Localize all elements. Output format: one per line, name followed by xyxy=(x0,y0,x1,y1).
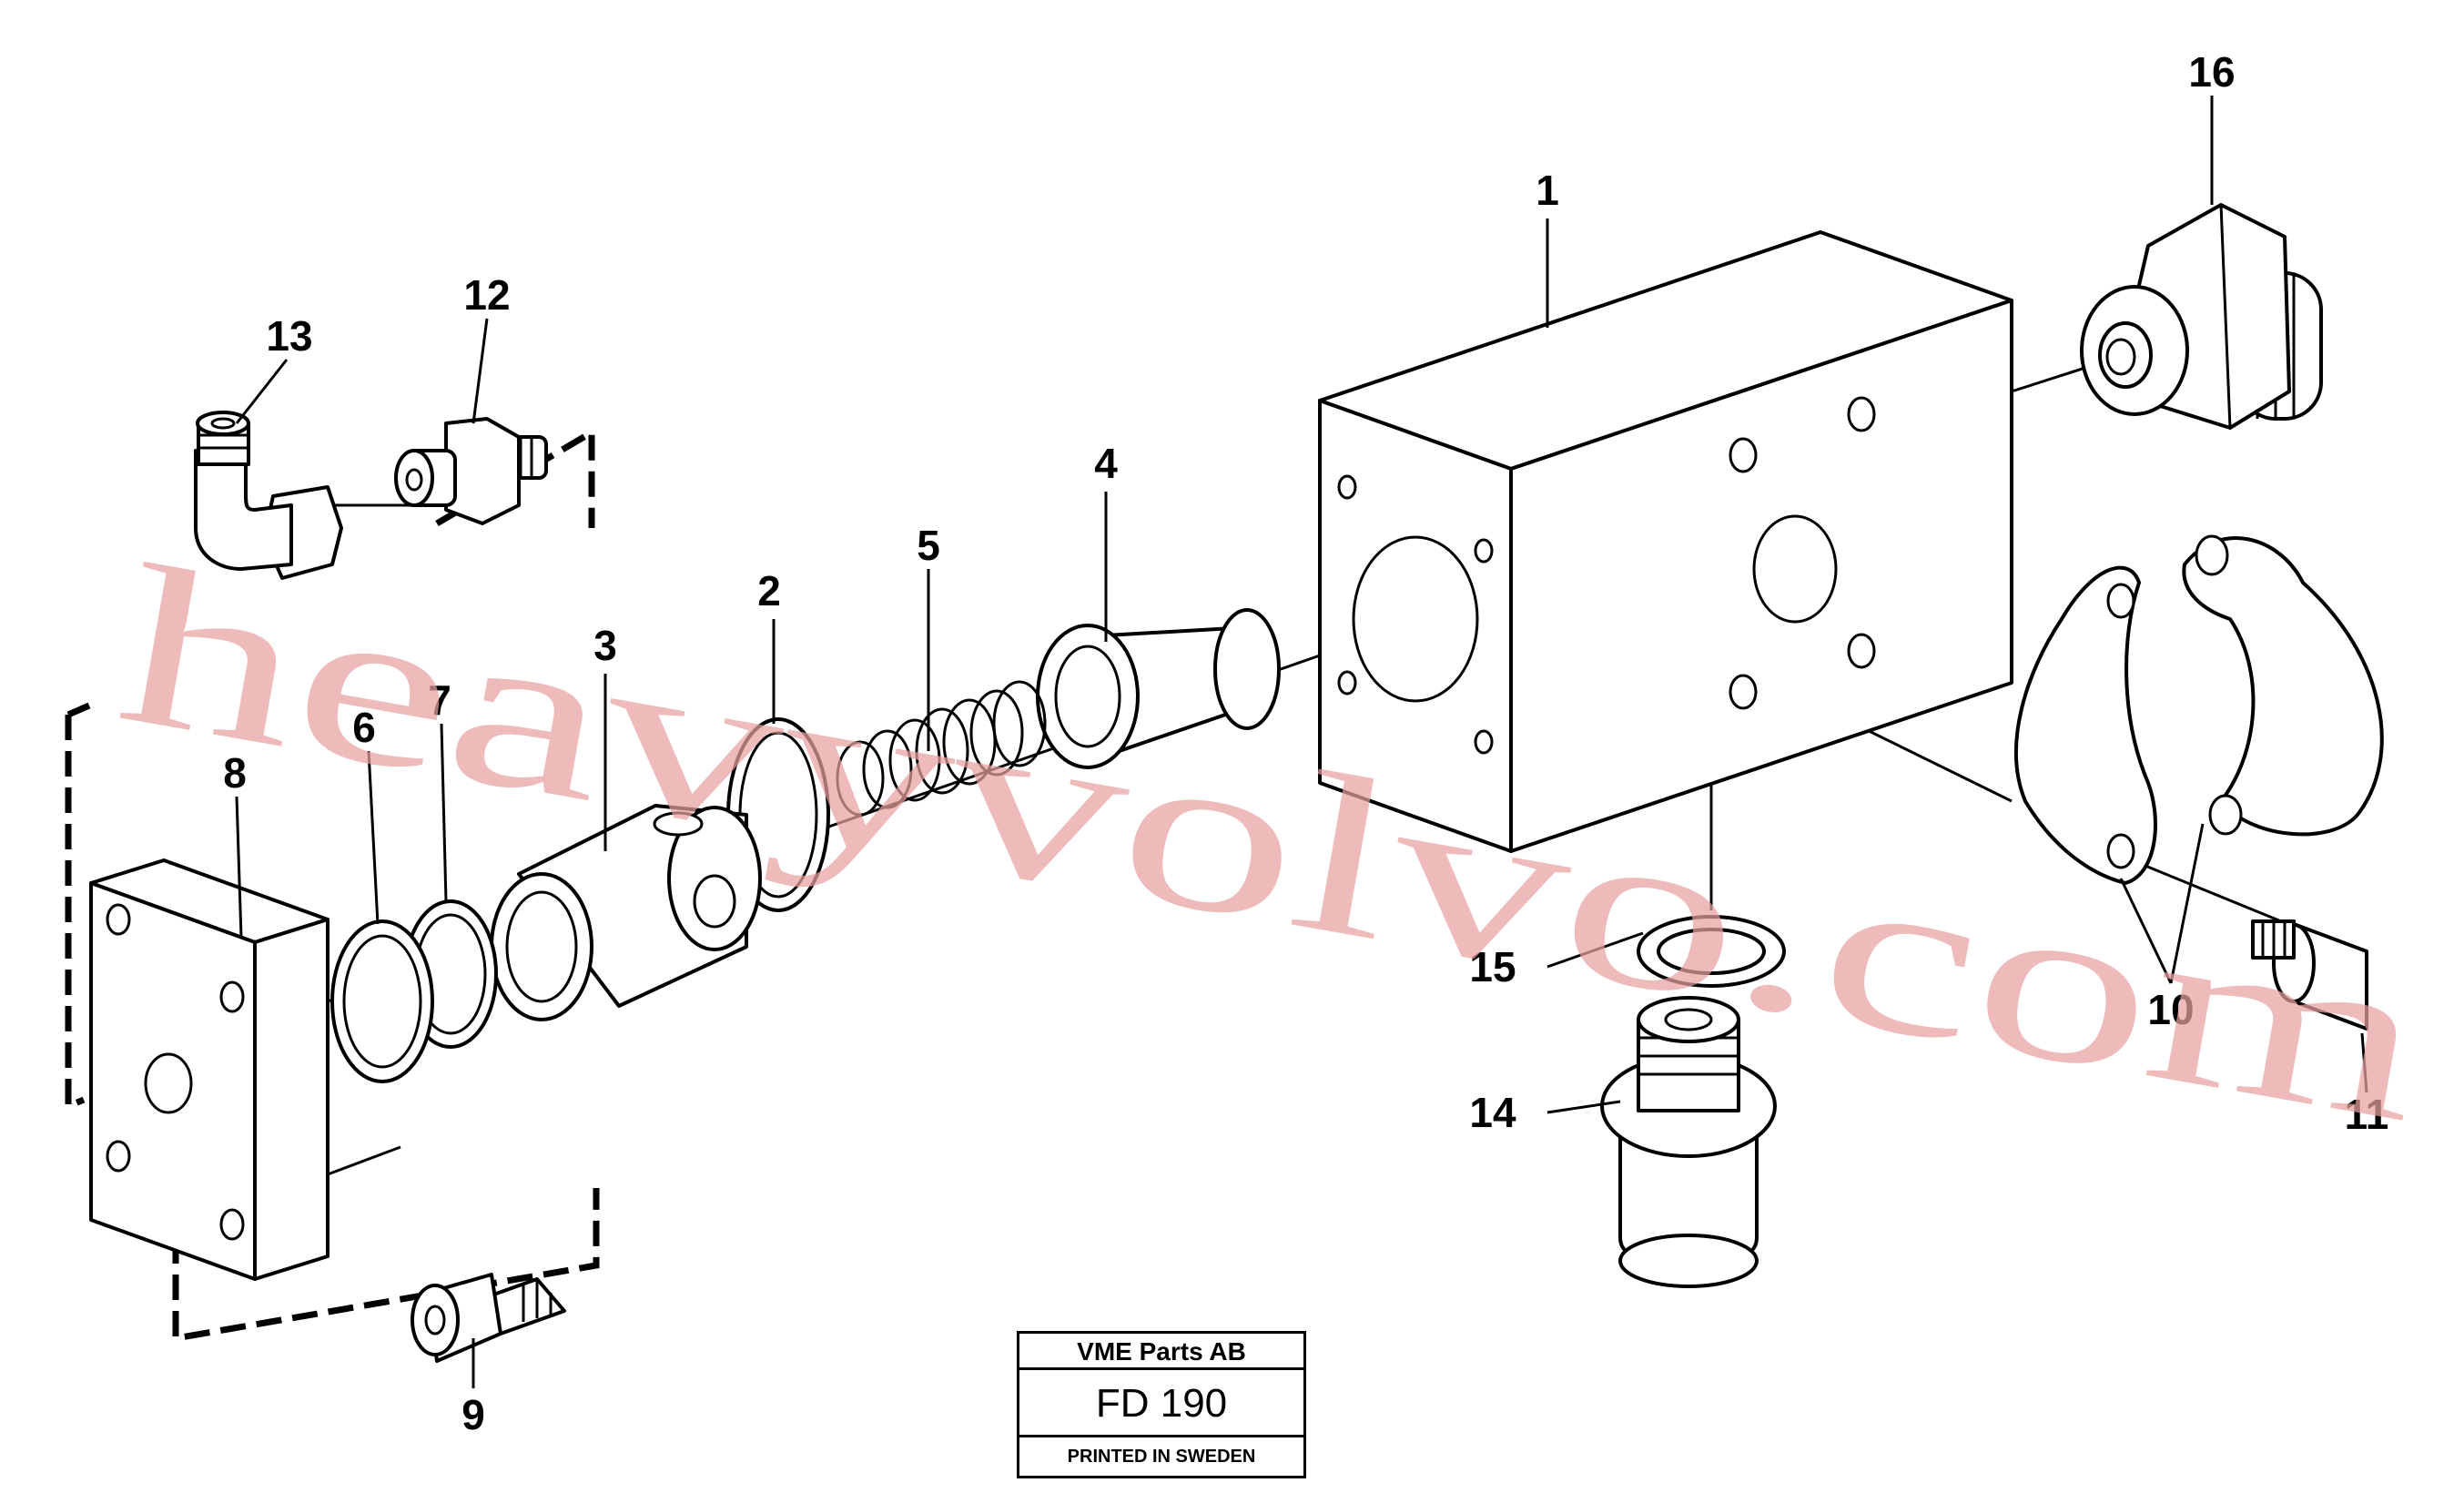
cover-plate-part-8 xyxy=(89,858,330,1281)
callout-13: 13 xyxy=(266,312,312,360)
title-block-company: VME Parts AB xyxy=(1019,1334,1303,1370)
cap-screw-part-11 xyxy=(2251,919,2368,1031)
callout-5: 5 xyxy=(917,522,940,569)
callout-4: 4 xyxy=(1094,440,1118,487)
callout-2: 2 xyxy=(757,567,781,614)
callout-leader-lines xyxy=(235,96,2368,1388)
valve-housing-part-1 xyxy=(1318,230,2013,853)
callout-16: 16 xyxy=(2188,48,2235,96)
hex-fitting-part-16 xyxy=(2080,203,2323,430)
callout-9: 9 xyxy=(461,1391,485,1438)
callout-10: 10 xyxy=(2147,986,2194,1033)
seal-ring-part-15 xyxy=(1637,915,1786,988)
callout-numbers: 1 2 3 4 5 6 7 8 9 10 11 12 13 14 15 16 xyxy=(223,48,2388,1438)
callout-11: 11 xyxy=(2345,1091,2389,1138)
callout-7: 7 xyxy=(428,676,451,724)
callout-12: 12 xyxy=(463,271,510,319)
callout-15: 15 xyxy=(1469,943,1516,990)
cap-screw-part-9 xyxy=(411,1273,566,1363)
split-flange-part-10 xyxy=(2014,534,2384,885)
fitting-part-12 xyxy=(394,417,548,525)
adapter-nipple-part-14 xyxy=(1600,996,1777,1288)
title-block: VME Parts AB FD 190 PRINTED IN SWEDEN xyxy=(1017,1331,1306,1478)
callout-1: 1 xyxy=(1536,167,1559,214)
title-block-printed: PRINTED IN SWEDEN xyxy=(1067,1447,1256,1467)
callout-3: 3 xyxy=(593,622,617,669)
gasket-ring-part-6 xyxy=(330,919,434,1083)
elbow-fitting-part-13 xyxy=(194,411,343,580)
sleeve-part-4 xyxy=(1036,608,1281,769)
callout-14: 14 xyxy=(1469,1089,1516,1136)
title-block-code: FD 190 xyxy=(1019,1370,1303,1437)
callout-6: 6 xyxy=(352,704,376,751)
spring-part-5 xyxy=(836,680,1047,817)
callout-8: 8 xyxy=(223,749,247,797)
valve-spool-part-3 xyxy=(490,804,762,1021)
